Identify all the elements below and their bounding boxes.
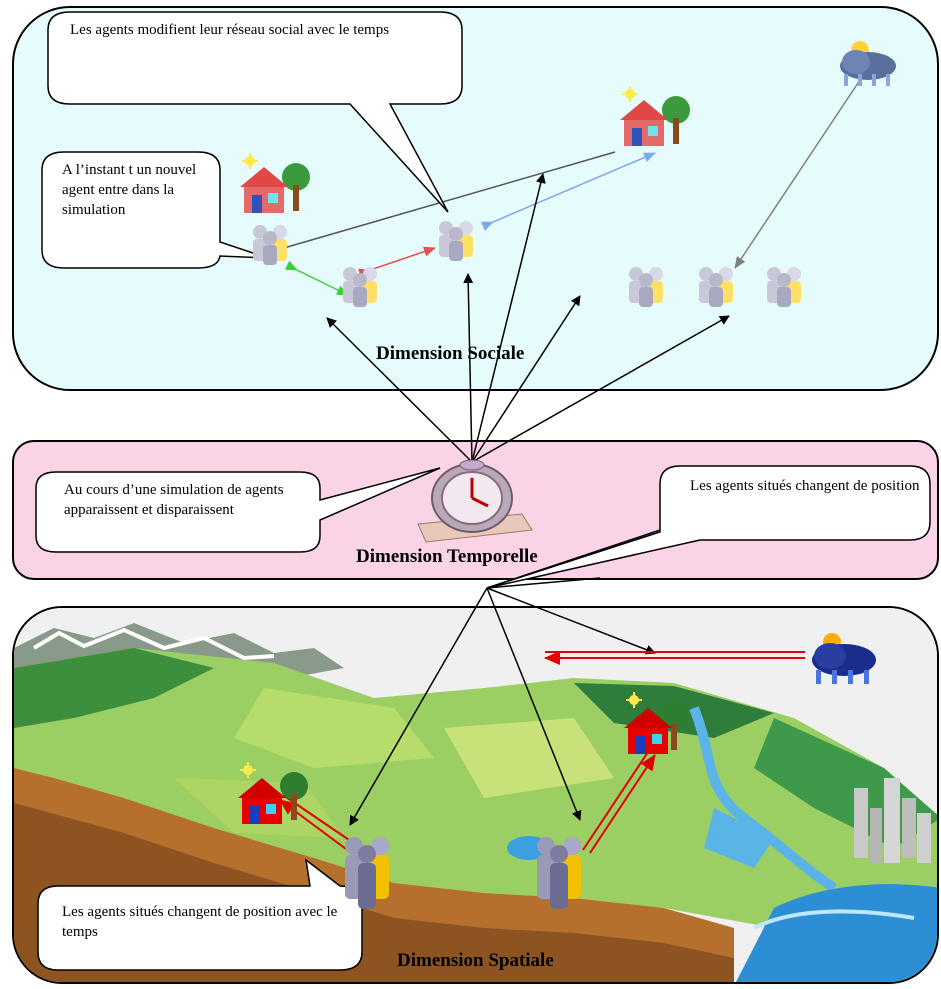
agent-group-icon (699, 267, 733, 307)
agent-group-icon (439, 221, 473, 261)
agent-group-icon (629, 267, 663, 307)
time-to-spatial-arrows (349, 519, 691, 826)
house-icon (620, 86, 690, 146)
agent-group-icon (253, 225, 287, 265)
link-blue (480, 152, 656, 231)
callout-move: Les agents situés changent de position a… (62, 904, 338, 940)
clock-icon (417, 459, 533, 543)
callout-appear-shape (35, 467, 441, 553)
callout-position: Les agents situés changent de position (690, 478, 920, 494)
agent-group-icon (345, 837, 389, 909)
callouts (35, 11, 931, 971)
house-icon (240, 153, 310, 213)
title-spatial: Dimension Spatiale (397, 950, 554, 971)
movement-arrows (279, 651, 805, 854)
title-temporal: Dimension Temporelle (356, 546, 538, 567)
callout-new-agent: A l’instant t un nouvel agent entre dans… (62, 162, 197, 218)
house-icon (624, 692, 688, 754)
callout-network: Les agents modifient leur réseau social … (70, 22, 390, 38)
title-social: Dimension Sociale (376, 343, 525, 364)
agent-group-icon (343, 267, 377, 307)
agent-group-icon (537, 837, 581, 909)
link-green (284, 260, 349, 296)
link-weather (734, 79, 861, 269)
time-to-social-arrows (326, 173, 730, 463)
agent-group-icon (767, 267, 801, 307)
weather-cloud-icon (840, 41, 896, 86)
callout-position-shape (486, 465, 931, 589)
weather-cloud-icon (812, 633, 876, 684)
house-icon (238, 762, 308, 824)
link-red (357, 246, 436, 279)
callout-network-shape (47, 11, 463, 213)
callout-appear: Au cours d’une simulation de agents appa… (64, 482, 284, 518)
